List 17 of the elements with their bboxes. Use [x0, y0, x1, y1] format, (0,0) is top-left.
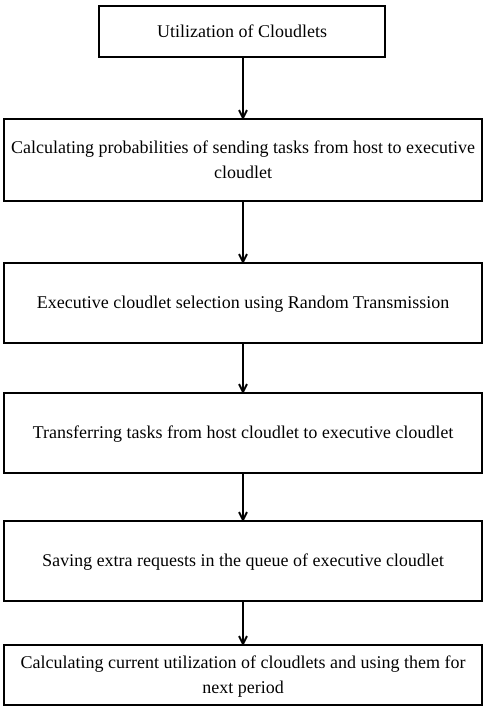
- process-box: [3, 644, 483, 706]
- arrow: [238, 474, 248, 521]
- process-box: [98, 5, 386, 58]
- step-text: Utilization of Cloudlets: [157, 20, 327, 43]
- step-text: Executive cloudlet selection using Random Transmission: [36, 291, 450, 314]
- step-text: Calculating current utilization of cloudlets and using them for next period: [20, 650, 466, 699]
- process-box: [3, 262, 483, 344]
- arrow: [238, 58, 248, 119]
- step-text: Transferring tasks from host cloudlet to executive cloudlet: [32, 421, 454, 444]
- arrow: [238, 602, 248, 645]
- step-text: Saving extra requests in the queue of executive cloudlet: [42, 549, 444, 572]
- process-box: [3, 392, 483, 474]
- step-text: Calculating probabilities of sending tasks from host to executive cloudlet: [11, 136, 475, 184]
- arrow: [238, 202, 248, 263]
- arrow: [238, 344, 248, 393]
- process-box: [3, 520, 483, 602]
- process-box: [3, 118, 483, 202]
